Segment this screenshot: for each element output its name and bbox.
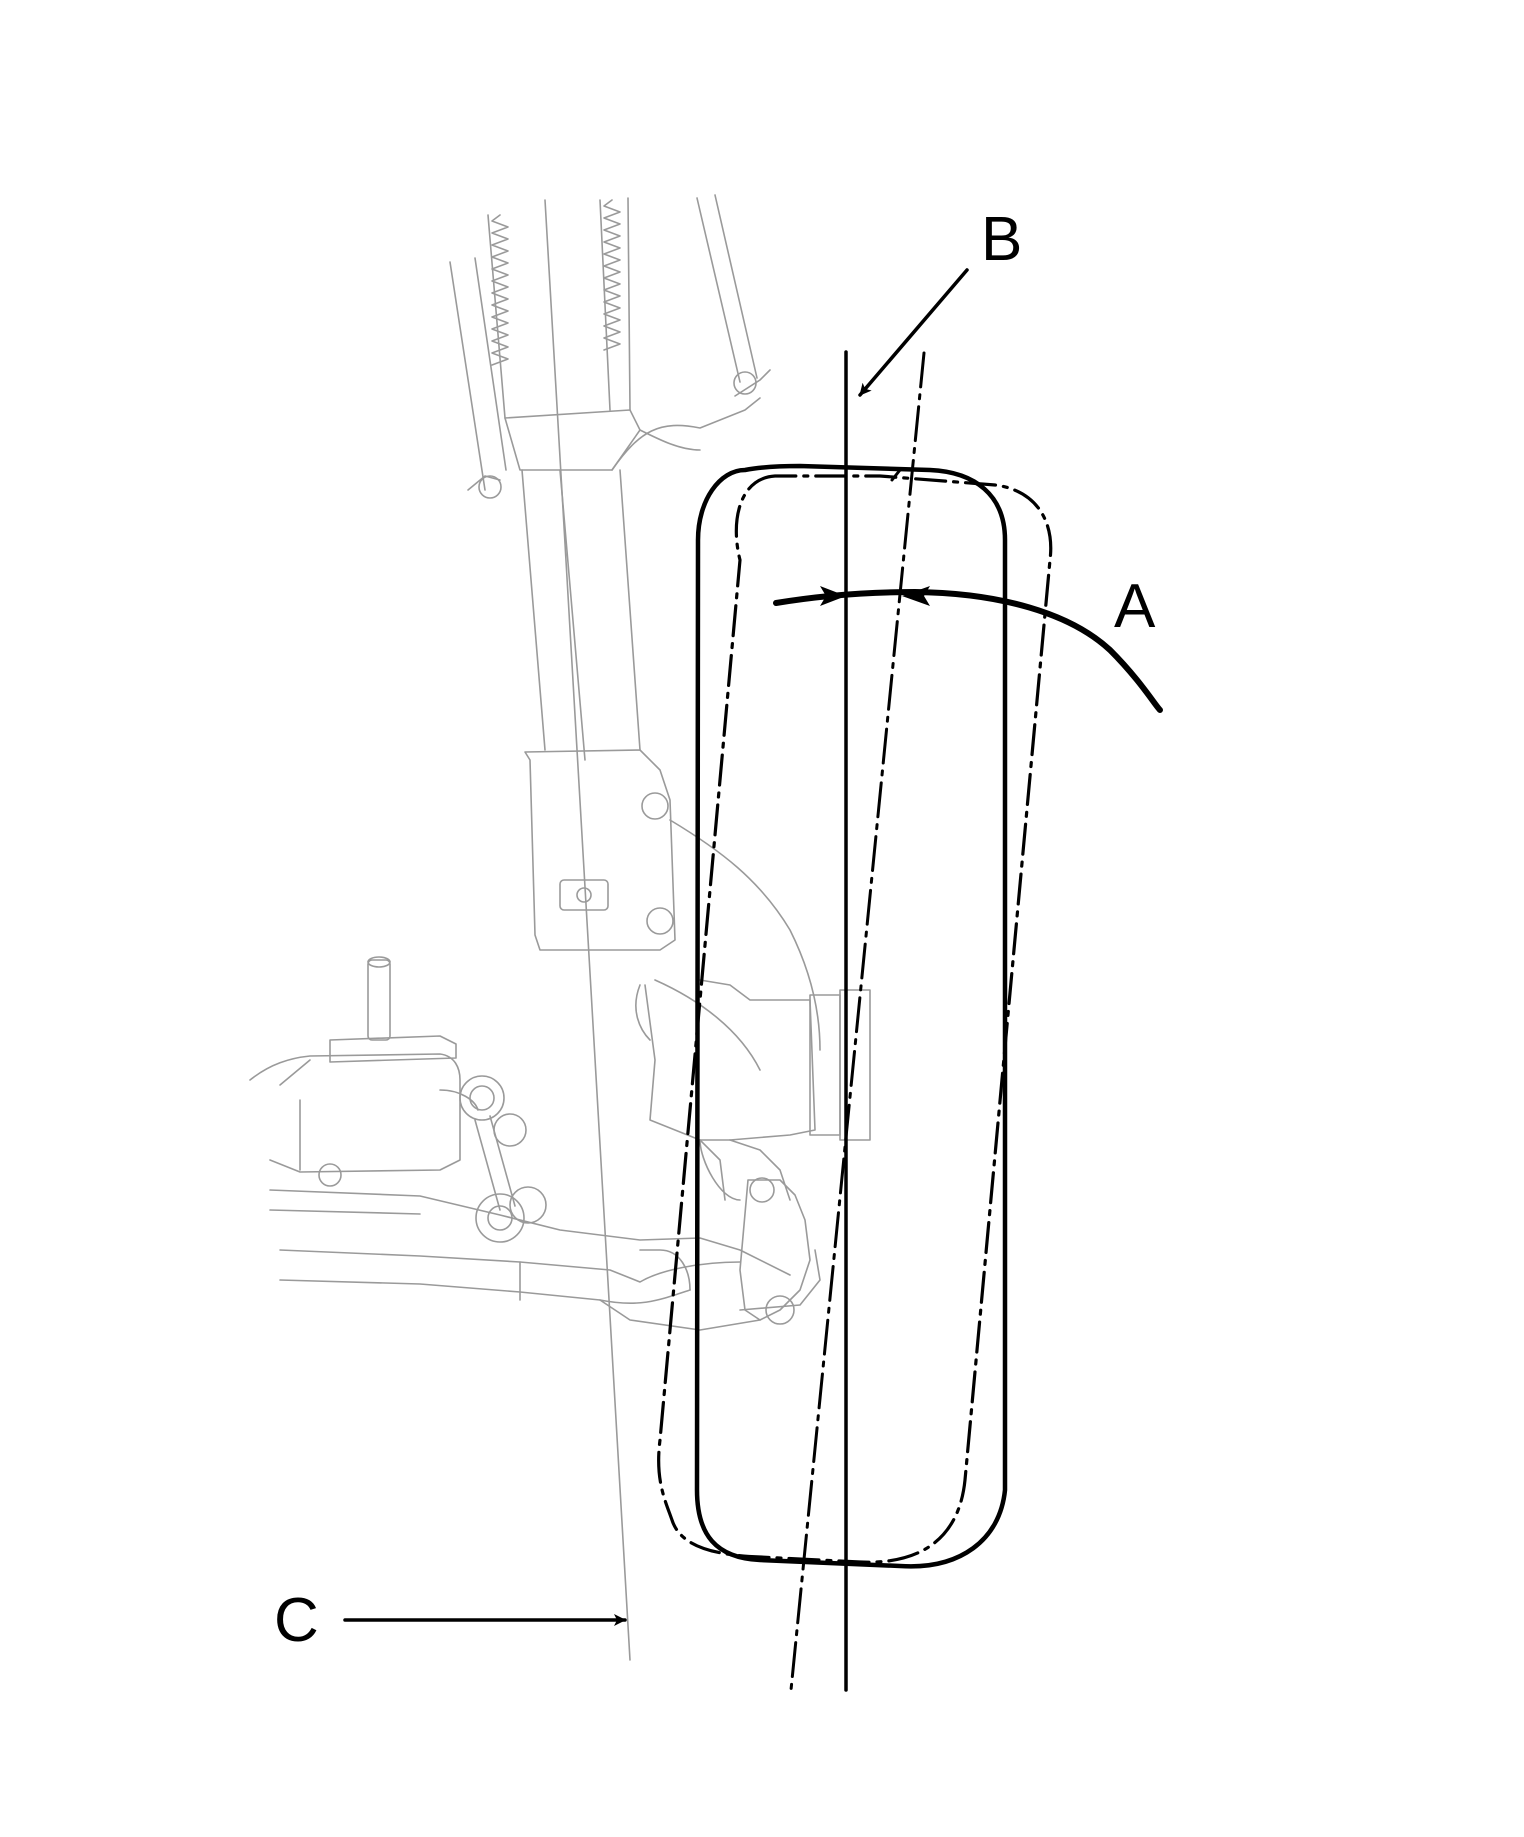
camber-angle-arc — [773, 586, 1163, 713]
ball-joint — [739, 1177, 821, 1325]
label-b: B — [981, 205, 1022, 274]
stabilizer-link — [249, 956, 547, 1243]
wheel-tilted-outline — [657, 468, 1053, 1564]
wheel-vertical-outline — [694, 463, 1008, 1569]
lower-control-arm — [269, 1189, 791, 1331]
knuckle-hub — [635, 819, 871, 1201]
suspension-background — [249, 194, 871, 1661]
strut-upper — [449, 194, 771, 499]
strut-tube — [521, 199, 676, 1661]
label-c: C — [274, 1586, 319, 1655]
label-a: A — [1114, 572, 1156, 641]
leader-b — [858, 268, 969, 397]
centerline-tilted — [789, 351, 926, 1692]
